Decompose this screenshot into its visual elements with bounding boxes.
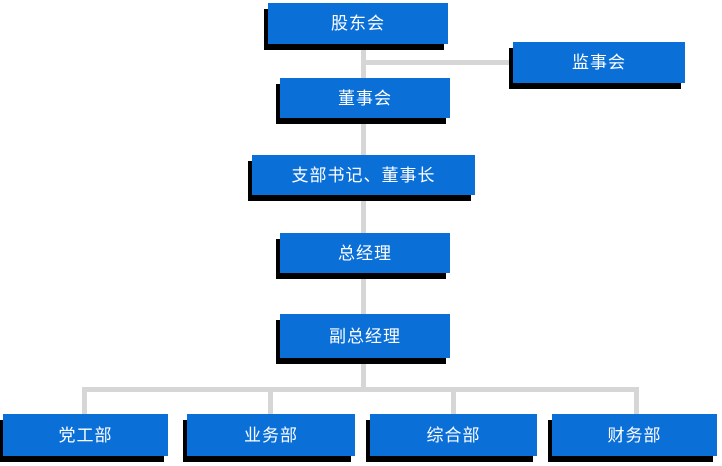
connector-board-to-secretary	[361, 117, 366, 156]
org-node-business-dept: 业务部	[187, 414, 355, 456]
org-node-general-affairs-dept: 综合部	[370, 414, 537, 456]
connector-gm-to-deputy	[361, 272, 366, 315]
connector-drop-business	[268, 390, 273, 415]
org-node-finance-dept: 财务部	[552, 414, 717, 456]
org-node-board-of-directors: 董事会	[280, 78, 450, 118]
connector-drop-finance	[634, 390, 639, 415]
connector-drop-general-affairs	[451, 390, 456, 415]
org-node-general-manager: 总经理	[280, 233, 450, 273]
org-node-supervisory-board: 监事会	[513, 42, 685, 83]
org-node-shareholders-meeting: 股东会	[268, 3, 448, 44]
connector-departments-branch	[82, 387, 639, 392]
org-node-deputy-general-manager: 副总经理	[280, 314, 450, 358]
org-node-branch-secretary-chairman: 支部书记、董事长	[252, 155, 475, 195]
org-node-party-work-dept: 党工部	[3, 414, 168, 456]
connector-drop-party-work	[82, 390, 87, 415]
connector-secretary-to-gm	[361, 194, 366, 234]
connector-to-supervisory	[361, 60, 513, 65]
connector-deputy-to-branch	[361, 356, 366, 389]
